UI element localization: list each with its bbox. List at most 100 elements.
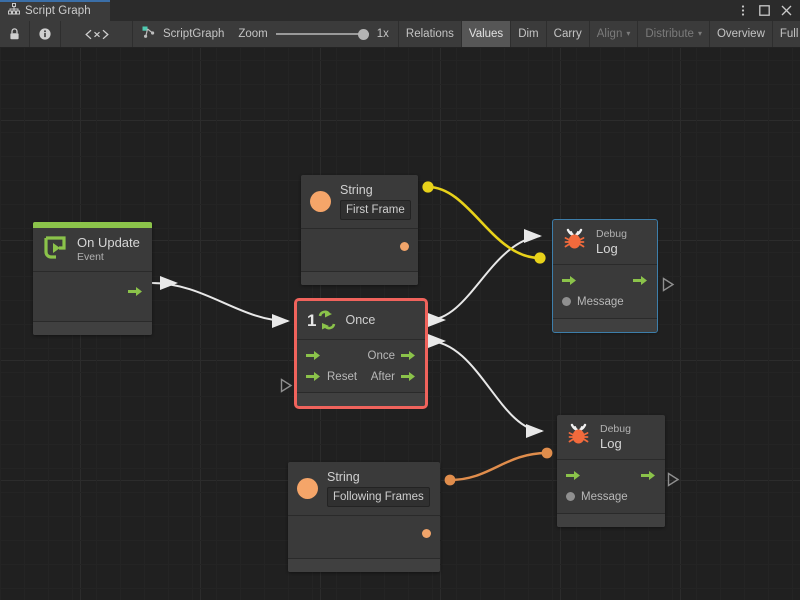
toolbar-button-relations[interactable]: Relations <box>399 21 462 47</box>
port-value-out[interactable] <box>400 242 409 251</box>
port-flow-in[interactable] <box>566 470 581 481</box>
wire-once-to-debuglog-top <box>427 229 542 327</box>
port-triangle-debuglog-bottom-out-unconnected[interactable] <box>667 472 680 487</box>
port-reset-in[interactable]: Reset <box>306 371 357 383</box>
node-on-update[interactable]: On Update Event <box>33 222 152 335</box>
port-flow-out[interactable] <box>633 275 648 286</box>
port-row-value-out <box>288 523 440 544</box>
flow-arrow-icon <box>306 351 320 360</box>
breadcrumb[interactable]: ScriptGraph <box>133 21 234 47</box>
zoom-slider[interactable] <box>275 28 369 40</box>
port-flow-out[interactable] <box>641 470 656 481</box>
node-ports: Message <box>553 265 657 319</box>
zoom-label: Zoom <box>238 28 268 40</box>
node-header: Debug Log <box>557 415 665 460</box>
string-value-input[interactable]: First Frame <box>340 200 411 220</box>
hierarchy-icon <box>8 2 20 20</box>
tab-bar-spacer <box>110 0 736 21</box>
node-ports: Message <box>557 460 665 514</box>
string-orange-dot-icon <box>297 478 318 499</box>
port-flow-in[interactable] <box>562 275 577 286</box>
node-ports <box>301 229 418 272</box>
toolbar-button-carry[interactable]: Carry <box>547 21 590 47</box>
flow-arrow-icon <box>128 287 142 296</box>
code-brackets-icon[interactable] <box>61 21 133 47</box>
port-flow-in[interactable] <box>306 350 321 361</box>
toolbar-button-overview[interactable]: Overview <box>710 21 773 47</box>
maximize-icon[interactable] <box>758 4 771 17</box>
toolbar-button-values[interactable]: Values <box>461 21 512 47</box>
node-debug-log-top[interactable]: Debug Log <box>552 219 658 333</box>
node-ports <box>288 516 440 559</box>
tab-script-graph[interactable]: Script Graph <box>0 0 110 21</box>
port-once-out[interactable]: Once <box>368 350 417 362</box>
node-title-block: String First Frame <box>340 183 411 220</box>
port-dot-icon <box>566 492 575 501</box>
chevron-down-icon: ▾ <box>626 29 631 38</box>
node-debug-log-bottom[interactable]: Debug Log <box>557 415 665 527</box>
node-header: String First Frame <box>301 175 418 229</box>
toolbar-button-full-screen[interactable]: Full Screen <box>773 21 800 47</box>
bug-icon <box>562 227 587 257</box>
node-accent-bar <box>33 222 152 228</box>
port-row-flow <box>553 270 657 291</box>
more-options-icon[interactable] <box>736 4 749 17</box>
port-row-flow <box>557 465 665 486</box>
toolbar-button-dim[interactable]: Dim <box>511 21 547 47</box>
flow-arrow-icon <box>306 372 320 381</box>
node-subtitle: Event <box>77 251 104 263</box>
breadcrumb-label: ScriptGraph <box>163 28 225 40</box>
on-update-loop-icon <box>42 234 68 265</box>
port-flow-out[interactable] <box>128 286 143 297</box>
flow-arrow-icon <box>566 471 580 480</box>
port-message-in[interactable]: Message <box>566 491 628 503</box>
node-title: Once <box>345 313 376 327</box>
zoom-slider-knob[interactable] <box>357 28 369 40</box>
node-once[interactable]: 1 Once <box>294 298 428 409</box>
once-counter-number: 1 <box>307 310 317 330</box>
wire-string-first-to-message <box>422 181 546 264</box>
node-title-big: Log <box>596 240 618 256</box>
node-title-block: Debug Log <box>600 423 631 452</box>
node-title-small: Debug <box>596 227 627 240</box>
flow-arrow-icon <box>401 351 415 360</box>
flow-arrow-icon <box>401 372 415 381</box>
wire-string-following-to-message <box>444 447 553 486</box>
port-triangle-reset-unconnected[interactable] <box>280 378 293 393</box>
node-title-small: Debug <box>600 422 631 435</box>
port-label-after: After <box>370 370 395 383</box>
port-dot-icon <box>562 297 571 306</box>
port-value-out[interactable] <box>422 529 431 538</box>
port-label-message: Message <box>581 490 628 503</box>
toolbar-button-align[interactable]: Align ▾ <box>590 21 639 47</box>
toolbar-button-distribute[interactable]: Distribute ▾ <box>638 21 710 47</box>
close-icon[interactable] <box>780 4 793 17</box>
toolbar-button-distribute-label: Distribute <box>645 28 694 40</box>
script-graph-icon <box>142 26 156 42</box>
node-footer <box>301 272 418 285</box>
node-footer <box>557 514 665 527</box>
lock-icon[interactable] <box>0 21 30 47</box>
node-string-first-frame[interactable]: String First Frame <box>301 175 418 285</box>
port-row-message: Message <box>557 486 665 507</box>
graph-canvas[interactable]: On Update Event Strin <box>0 48 800 600</box>
port-label-message: Message <box>577 295 624 308</box>
string-value-input[interactable]: Following Frames <box>327 487 430 507</box>
node-footer <box>288 559 440 572</box>
zoom-value: 1x <box>376 28 389 40</box>
port-after-out[interactable]: After <box>371 371 416 383</box>
chevron-down-icon: ▾ <box>697 29 702 38</box>
port-triangle-debuglog-top-out-unconnected[interactable] <box>662 277 675 292</box>
node-string-following-frames[interactable]: String Following Frames <box>288 462 440 572</box>
node-title: String <box>340 183 373 197</box>
port-label-reset: Reset <box>327 370 358 383</box>
port-message-in[interactable]: Message <box>562 296 624 308</box>
node-title-block: String Following Frames <box>327 470 430 507</box>
node-header: String Following Frames <box>288 462 440 516</box>
info-icon[interactable] <box>30 21 61 47</box>
port-row-value-out <box>301 236 418 257</box>
once-loop-arrows-icon <box>319 310 336 330</box>
zoom-slider-track <box>275 33 369 35</box>
flow-arrow-icon <box>641 471 655 480</box>
node-footer <box>33 322 152 335</box>
